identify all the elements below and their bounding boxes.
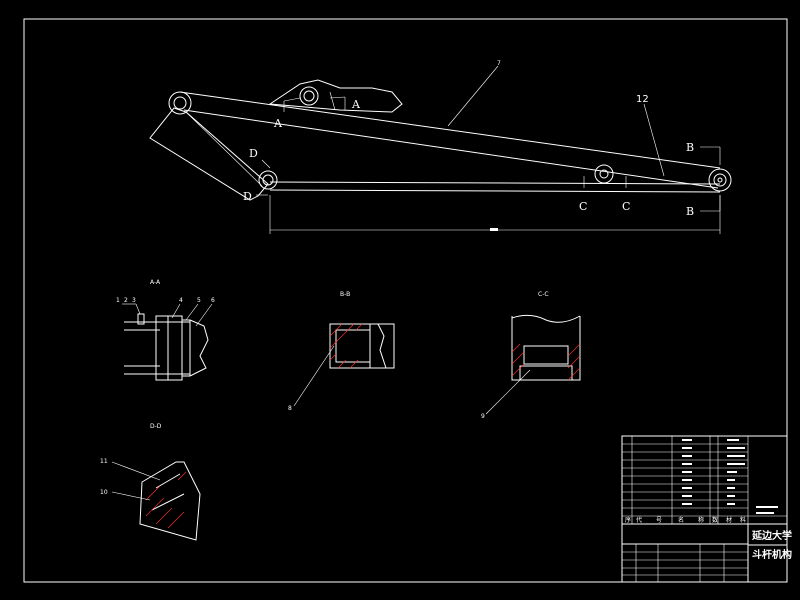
leader-12 bbox=[643, 103, 665, 177]
hdr-col-6: 数 bbox=[712, 516, 718, 524]
section-bb-title: B-B bbox=[340, 291, 350, 298]
dd-inner-1 bbox=[155, 473, 181, 489]
bb-leader bbox=[293, 345, 335, 407]
hdr-col-2: 代 bbox=[636, 516, 642, 524]
pin-middle-outer bbox=[594, 164, 614, 184]
dd-outline bbox=[139, 461, 201, 541]
aa-bolt bbox=[137, 313, 145, 325]
pin-lower-left-inner bbox=[262, 174, 274, 186]
cc-box-top bbox=[523, 345, 569, 365]
hdr-col-3: 号 bbox=[656, 517, 662, 524]
label-section-d-bottom: D bbox=[243, 190, 252, 203]
cc-hatch bbox=[511, 343, 581, 381]
aa-part-1: 1 bbox=[116, 297, 120, 304]
cc-box-bottom bbox=[519, 365, 573, 381]
pin-right-inner bbox=[713, 173, 727, 187]
title-block: 序 代 号 名 称 数 材 料 延边大学 斗杆机构 bbox=[621, 435, 792, 583]
dd-part-11: 11 bbox=[100, 458, 108, 465]
aa-sleeve bbox=[167, 315, 183, 381]
bb-outline bbox=[329, 323, 395, 369]
section-dd-title: D-D bbox=[150, 423, 162, 430]
bb-break bbox=[377, 323, 387, 369]
bb-hatch bbox=[329, 323, 363, 369]
pin-bracket-outer bbox=[299, 86, 319, 106]
aa-part-2: 2 bbox=[124, 297, 128, 304]
parts-list-rows bbox=[622, 436, 787, 524]
hdr-col-7: 材 bbox=[726, 516, 732, 524]
upper-link-bottom-edge bbox=[183, 109, 719, 189]
label-section-a-left: A bbox=[273, 117, 283, 130]
dim-value-mark bbox=[490, 228, 498, 231]
cut-a-left-arrow bbox=[283, 97, 301, 102]
dd-leader-11 bbox=[111, 461, 161, 481]
aa-leader-6 bbox=[195, 303, 213, 327]
hdr-col-1: 序 bbox=[625, 516, 631, 524]
section-aa-title: A-A bbox=[150, 279, 161, 286]
label-section-c-right: C bbox=[622, 200, 630, 213]
pin-left-top-inner bbox=[173, 96, 187, 110]
aa-flange bbox=[181, 319, 191, 377]
section-dd: D-D 11 10 bbox=[100, 423, 201, 541]
dd-hatch bbox=[145, 471, 187, 529]
aa-leader-5 bbox=[185, 303, 199, 321]
pin-bracket-inner bbox=[303, 90, 315, 102]
main-view: A A D D B B C C 7 12 bbox=[149, 60, 732, 234]
cut-a-right-arrow bbox=[329, 96, 346, 99]
bb-part-8: 8 bbox=[288, 405, 292, 412]
university-name: 延边大学 bbox=[751, 529, 792, 542]
leader-7 bbox=[447, 65, 499, 127]
hdr-col-5: 称 bbox=[698, 516, 704, 524]
dd-part-10: 10 bbox=[100, 489, 108, 496]
upper-link-top-edge bbox=[179, 91, 721, 169]
label-part-7: 7 bbox=[497, 60, 501, 67]
dd-inner-2 bbox=[151, 493, 185, 511]
lower-bar-top bbox=[269, 181, 721, 185]
title-block-frame bbox=[621, 435, 788, 583]
cc-outline bbox=[511, 316, 581, 381]
dd-leader-10 bbox=[111, 491, 151, 501]
aa-part-5: 5 bbox=[197, 297, 201, 304]
section-aa: A-A 1 2 3 4 5 6 bbox=[116, 279, 215, 381]
aa-part-6: 6 bbox=[211, 297, 215, 304]
top-bracket bbox=[268, 79, 403, 113]
cc-leader bbox=[485, 369, 531, 415]
aa-leader-1 bbox=[135, 303, 141, 315]
cc-part-9: 9 bbox=[481, 413, 485, 420]
aa-hub bbox=[155, 315, 169, 381]
pin-middle-inner bbox=[599, 169, 609, 179]
label-part-12: 12 bbox=[636, 94, 649, 105]
section-cc: C-C 9 bbox=[481, 291, 581, 420]
label-section-b-bottom: B bbox=[686, 205, 694, 218]
aa-break bbox=[189, 319, 209, 377]
left-arm-inner bbox=[185, 111, 263, 187]
label-section-a-right: A bbox=[351, 98, 361, 111]
pin-lower-left-outer bbox=[258, 170, 278, 190]
label-section-b-top: B bbox=[686, 141, 694, 154]
cc-break bbox=[511, 314, 581, 323]
bracket-detail bbox=[329, 91, 336, 111]
aa-leader-4 bbox=[171, 303, 181, 319]
aa-part-4: 4 bbox=[179, 297, 183, 304]
pin-right-center bbox=[717, 177, 723, 183]
aa-part-3: 3 bbox=[132, 297, 136, 304]
section-bb: B-B 8 bbox=[288, 291, 395, 412]
bb-inner bbox=[335, 329, 371, 363]
pin-right-outer bbox=[708, 168, 732, 192]
cut-d-top bbox=[261, 159, 271, 169]
hdr-col-4: 名 bbox=[678, 516, 684, 524]
parts-list-entries bbox=[682, 439, 778, 514]
drawing-title: 斗杆机构 bbox=[752, 548, 792, 561]
hdr-col-8: 料 bbox=[740, 516, 746, 524]
sign-grid bbox=[622, 544, 748, 582]
lower-bar-bottom bbox=[269, 189, 721, 193]
label-section-c-left: C bbox=[579, 200, 587, 213]
section-cc-title: C-C bbox=[538, 291, 549, 298]
label-section-d-top: D bbox=[249, 147, 258, 160]
pin-left-top-outer bbox=[168, 91, 192, 115]
sheet-border bbox=[23, 18, 788, 583]
